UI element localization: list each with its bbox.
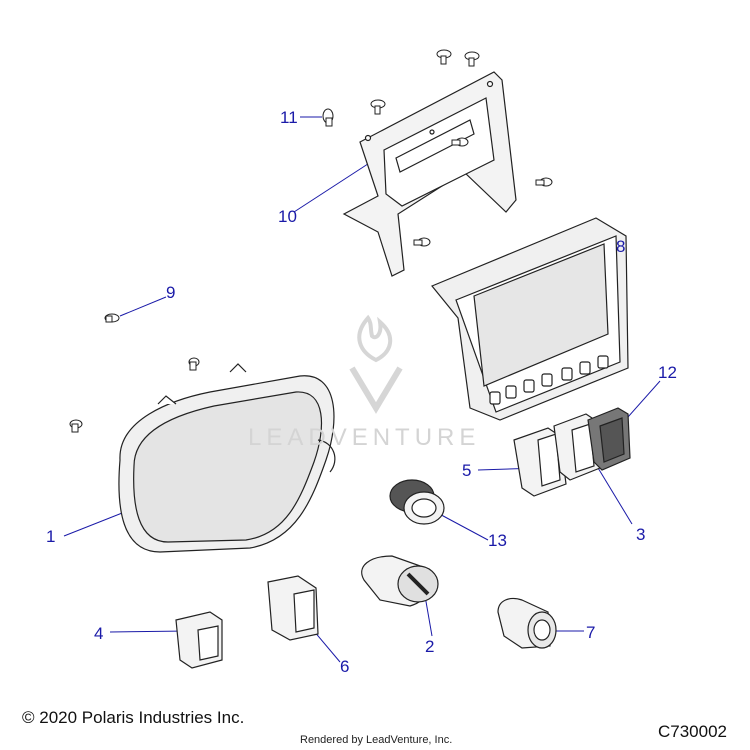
mounting-bracket-part [342, 71, 517, 277]
callout-4: 4 [94, 624, 104, 643]
display-buttons [489, 355, 609, 405]
ignition-switch-part [361, 555, 439, 607]
accessory-socket-part [497, 597, 557, 649]
callout-12: 12 [658, 363, 677, 382]
leadventure-watermark-logo [349, 314, 403, 414]
switch-part-6 [267, 575, 319, 641]
screw-icon [188, 357, 200, 371]
watermark-text: LEADVENTURE [248, 424, 481, 451]
copyright-notice: © 2020 Polaris Industries Inc. [22, 708, 245, 727]
callout-6: 6 [340, 657, 350, 676]
screw-icon [413, 237, 431, 247]
screw-icon [451, 137, 469, 147]
screw-icon [69, 419, 83, 433]
rocker-switch-part-5 [513, 427, 567, 497]
callout-9: 9 [166, 283, 176, 302]
callout-7: 7 [586, 623, 596, 642]
callout-10: 10 [278, 207, 297, 226]
screw-icon [322, 108, 334, 127]
screw-icon [436, 49, 452, 65]
display-screen-part [431, 217, 629, 421]
callout-2: 2 [425, 637, 435, 656]
screws [69, 49, 553, 433]
callout-1: 1 [46, 527, 56, 546]
callout-13: 13 [488, 531, 507, 550]
screw-icon [104, 313, 120, 323]
callout-8: 8 [616, 237, 626, 256]
callout-3: 3 [636, 525, 646, 544]
callout-11: 11 [280, 108, 298, 127]
rocker-switch-part-12 [587, 407, 631, 471]
rendered-by-credit: Rendered by LeadVenture, Inc. [300, 734, 453, 746]
switch-part-4 [175, 611, 223, 669]
screw-icon [535, 177, 553, 187]
power-outlet-part [389, 479, 445, 525]
screw-icon [370, 99, 386, 115]
screw-icon [464, 51, 480, 67]
instrument-cluster-part [118, 363, 336, 553]
callout-5: 5 [462, 461, 472, 480]
drawing-id: C730002 [658, 722, 728, 741]
